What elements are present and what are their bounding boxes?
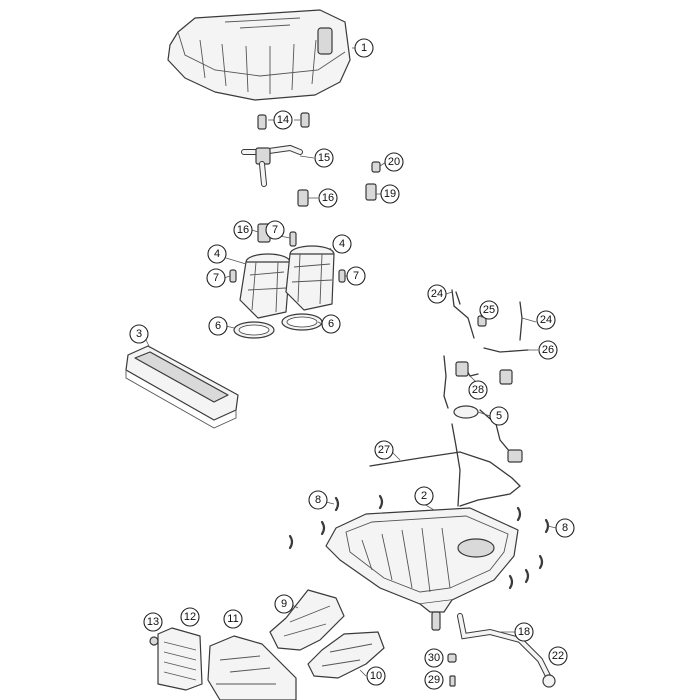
drain-hose-part bbox=[431, 611, 556, 688]
intake-duct-part bbox=[207, 635, 297, 700]
callout-label-1: 1 bbox=[361, 42, 367, 54]
callout-25: 25 bbox=[479, 300, 499, 320]
callout-label-29: 29 bbox=[428, 674, 440, 686]
callout-6-left: 6 bbox=[208, 316, 228, 336]
callout-12: 12 bbox=[180, 607, 200, 627]
airbox-lid-part bbox=[167, 9, 351, 101]
callout-16-upper: 16 bbox=[318, 188, 338, 208]
callout-6-right: 6 bbox=[321, 314, 341, 334]
callout-29: 29 bbox=[424, 670, 444, 690]
callout-16-lower: 16 bbox=[233, 220, 253, 240]
callout-label-8-right: 8 bbox=[562, 522, 568, 534]
callout-label-27: 27 bbox=[378, 444, 390, 456]
callout-label-18: 18 bbox=[518, 626, 530, 638]
intake-snorkel-lower-part bbox=[307, 631, 385, 679]
airbox-lower-part bbox=[325, 507, 519, 613]
callout-4-left: 4 bbox=[207, 244, 227, 264]
callout-label-7-left: 7 bbox=[213, 272, 219, 284]
sensor-part bbox=[257, 161, 381, 243]
callout-10: 10 bbox=[366, 666, 386, 686]
callout-4-right: 4 bbox=[332, 234, 352, 254]
bolt-part bbox=[229, 231, 346, 283]
callout-22: 22 bbox=[548, 646, 568, 666]
callout-label-2: 2 bbox=[421, 490, 427, 502]
fastener-part bbox=[447, 653, 457, 687]
callout-5: 5 bbox=[489, 406, 509, 426]
throttle-body-right-part bbox=[285, 245, 335, 311]
callout-label-30: 30 bbox=[428, 652, 440, 664]
o-ring-part bbox=[233, 313, 323, 339]
callout-label-4-right: 4 bbox=[339, 238, 345, 250]
callout-11: 11 bbox=[223, 609, 243, 629]
callout-label-5: 5 bbox=[496, 410, 502, 422]
callout-24-upper: 24 bbox=[427, 284, 447, 304]
callout-label-9: 9 bbox=[281, 598, 287, 610]
callout-label-7-right: 7 bbox=[353, 270, 359, 282]
fuel-rail-part bbox=[241, 144, 303, 187]
intake-snorkel-part bbox=[269, 589, 345, 651]
air-filter-part bbox=[125, 345, 239, 429]
callout-label-8-left: 8 bbox=[315, 494, 321, 506]
callout-20: 20 bbox=[384, 152, 404, 172]
callout-1: 1 bbox=[354, 38, 374, 58]
callout-2: 2 bbox=[414, 486, 434, 506]
grommet-part bbox=[149, 636, 159, 646]
throttle-body-left-part bbox=[239, 253, 291, 319]
callout-label-28: 28 bbox=[472, 384, 484, 396]
callout-7-left: 7 bbox=[206, 268, 226, 288]
callout-26: 26 bbox=[538, 340, 558, 360]
callout-13: 13 bbox=[143, 612, 163, 632]
callout-label-15: 15 bbox=[318, 152, 330, 164]
callout-15: 15 bbox=[314, 148, 334, 168]
callout-label-13: 13 bbox=[147, 616, 159, 628]
callout-7-right: 7 bbox=[346, 266, 366, 286]
callout-label-22: 22 bbox=[552, 650, 564, 662]
retaining-clip-part bbox=[288, 494, 550, 590]
callout-label-7-top: 7 bbox=[272, 224, 278, 236]
callout-label-20: 20 bbox=[388, 156, 400, 168]
callout-label-16-lower: 16 bbox=[237, 224, 249, 236]
callout-8-right: 8 bbox=[555, 518, 575, 538]
callout-27: 27 bbox=[374, 440, 394, 460]
callout-28: 28 bbox=[468, 380, 488, 400]
callout-label-24-upper: 24 bbox=[431, 288, 443, 300]
leader-lines bbox=[145, 47, 557, 677]
callout-label-12: 12 bbox=[184, 611, 196, 623]
screw-part bbox=[257, 112, 310, 130]
callout-label-6-right: 6 bbox=[328, 318, 334, 330]
callout-19: 19 bbox=[380, 184, 400, 204]
callout-label-16-upper: 16 bbox=[322, 192, 334, 204]
callout-24-right: 24 bbox=[536, 310, 556, 330]
callout-label-25: 25 bbox=[483, 304, 495, 316]
callout-30: 30 bbox=[424, 648, 444, 668]
callout-label-6-left: 6 bbox=[215, 320, 221, 332]
callout-label-3: 3 bbox=[136, 328, 142, 340]
callout-label-4-left: 4 bbox=[214, 248, 220, 260]
callout-label-11: 11 bbox=[227, 613, 238, 625]
callout-3: 3 bbox=[129, 324, 149, 344]
callout-label-19: 19 bbox=[384, 188, 396, 200]
callout-label-24-right: 24 bbox=[540, 314, 552, 326]
callout-9: 9 bbox=[274, 594, 294, 614]
callout-18: 18 bbox=[514, 622, 534, 642]
callout-7-top: 7 bbox=[265, 220, 285, 240]
callout-14: 14 bbox=[273, 110, 293, 130]
intake-grille-part bbox=[157, 627, 203, 691]
callout-label-14: 14 bbox=[277, 114, 289, 126]
vent-hose-part bbox=[369, 423, 521, 507]
callout-8-left: 8 bbox=[308, 490, 328, 510]
callout-label-10: 10 bbox=[370, 670, 382, 682]
callout-label-26: 26 bbox=[542, 344, 554, 356]
